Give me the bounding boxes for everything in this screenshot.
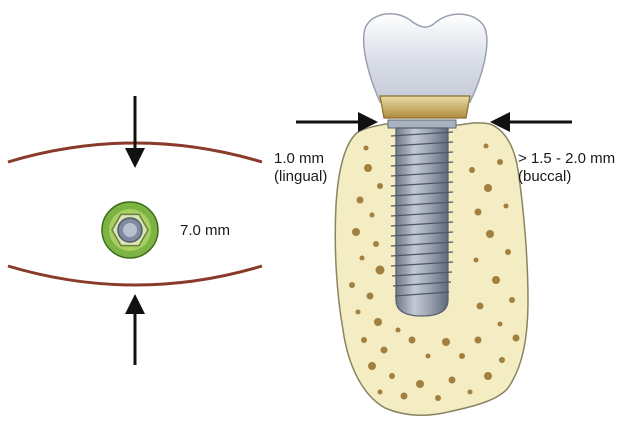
cross-section-view bbox=[296, 14, 572, 416]
ridge-line-bottom bbox=[8, 266, 262, 285]
abutment-collar bbox=[380, 96, 470, 118]
lingual-thickness-label: 1.0 mm (lingual) bbox=[274, 150, 327, 186]
hex-abutment-icon bbox=[102, 202, 158, 258]
arrow-down-icon bbox=[125, 96, 145, 168]
arrow-left-icon bbox=[490, 112, 572, 132]
buccal-thickness-label: > 1.5 - 2.0 mm (buccal) bbox=[518, 150, 615, 186]
crown bbox=[364, 14, 487, 102]
buccal-side: (buccal) bbox=[518, 168, 615, 186]
implant-diameter-label: 7.0 mm bbox=[180, 222, 230, 240]
implant-fixture bbox=[388, 120, 456, 316]
lingual-side: (lingual) bbox=[274, 168, 327, 186]
arrow-up-icon bbox=[125, 294, 145, 365]
buccal-measure: > 1.5 - 2.0 mm bbox=[518, 150, 615, 168]
lingual-measure: 1.0 mm bbox=[274, 150, 327, 168]
